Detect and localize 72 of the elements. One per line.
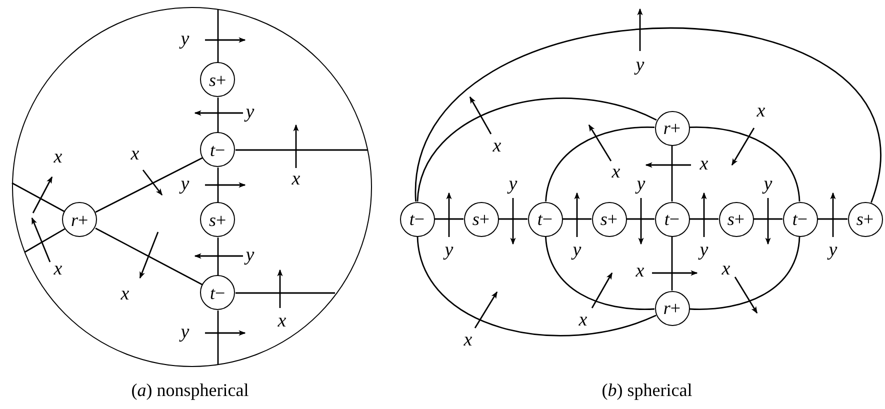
generator-label: x (54, 260, 62, 279)
generator-label: y (700, 240, 708, 260)
generator-label: x (578, 310, 588, 330)
connector-line (95, 228, 203, 286)
connector-line (217, 98, 219, 132)
vertex-circle: t− (654, 202, 690, 236)
vertex-circle: s+ (848, 202, 882, 236)
vertex-circle: s+ (464, 202, 498, 236)
connector-line (562, 218, 592, 220)
connector-line (690, 126, 800, 202)
connector-line (95, 157, 203, 213)
generator-label: x (612, 162, 620, 182)
generator-label: x (278, 312, 286, 331)
connector-line (545, 126, 654, 202)
connector-line (545, 236, 655, 310)
connector-line (415, 27, 881, 203)
connector-line (416, 236, 656, 336)
vertex-circle: r+ (654, 290, 690, 326)
vertex-circle: t− (782, 202, 818, 236)
generator-label: y (180, 322, 190, 342)
generator-label: y (636, 174, 646, 194)
vertex-circle: r+ (62, 202, 98, 238)
generator-label: y (180, 30, 190, 49)
vertex-circle: t− (528, 202, 562, 236)
connector-line (754, 218, 782, 220)
vertex-circle: s+ (200, 202, 236, 238)
connector-line (689, 236, 800, 310)
generator-label: x (292, 170, 300, 189)
panel-caption: (b) spherical (602, 381, 692, 399)
connector-line (671, 146, 673, 202)
connector-line (416, 98, 657, 202)
connector-line (236, 149, 368, 151)
connector-line (217, 238, 219, 276)
panel-caption: (a) nonspherical (131, 381, 249, 399)
generator-label: y (180, 174, 190, 194)
connector-line (217, 168, 219, 202)
generator-label: y (508, 174, 518, 194)
generator-label: y (444, 240, 454, 260)
vertex-circle: t− (400, 202, 434, 236)
connector-line (217, 9, 219, 62)
connector-line (626, 218, 654, 220)
connector-line (498, 218, 528, 220)
generator-label: y (246, 246, 254, 265)
generator-label: x (722, 260, 730, 279)
generator-label: x (636, 262, 644, 281)
disk-boundary (12, 7, 372, 367)
generator-label: x (756, 102, 766, 121)
connector-line (217, 310, 219, 365)
connector-line (690, 218, 718, 220)
vertex-circle: s+ (718, 202, 754, 236)
generator-label: y (828, 240, 838, 260)
connector-line (671, 236, 673, 290)
connector-line (236, 292, 335, 294)
generator-label: y (572, 240, 582, 260)
vertex-circle: s+ (200, 62, 236, 98)
connector-line (24, 228, 66, 253)
connector-line (12, 182, 65, 212)
connector-line (818, 218, 848, 220)
generator-label: x (54, 148, 62, 167)
generator-label: y (764, 174, 772, 194)
generator-label: x (700, 154, 708, 174)
connector-line (434, 218, 464, 220)
generator-label: x (492, 136, 502, 156)
generator-label: x (464, 330, 472, 350)
generator-label: x (120, 284, 130, 304)
vertex-circle: t− (200, 132, 236, 168)
generator-label: x (130, 144, 140, 164)
vertex-circle: s+ (592, 202, 626, 236)
vertex-circle: t− (200, 275, 236, 310)
generator-label: y (246, 102, 254, 122)
generator-label: y (636, 56, 644, 75)
vertex-circle: r+ (654, 110, 690, 146)
